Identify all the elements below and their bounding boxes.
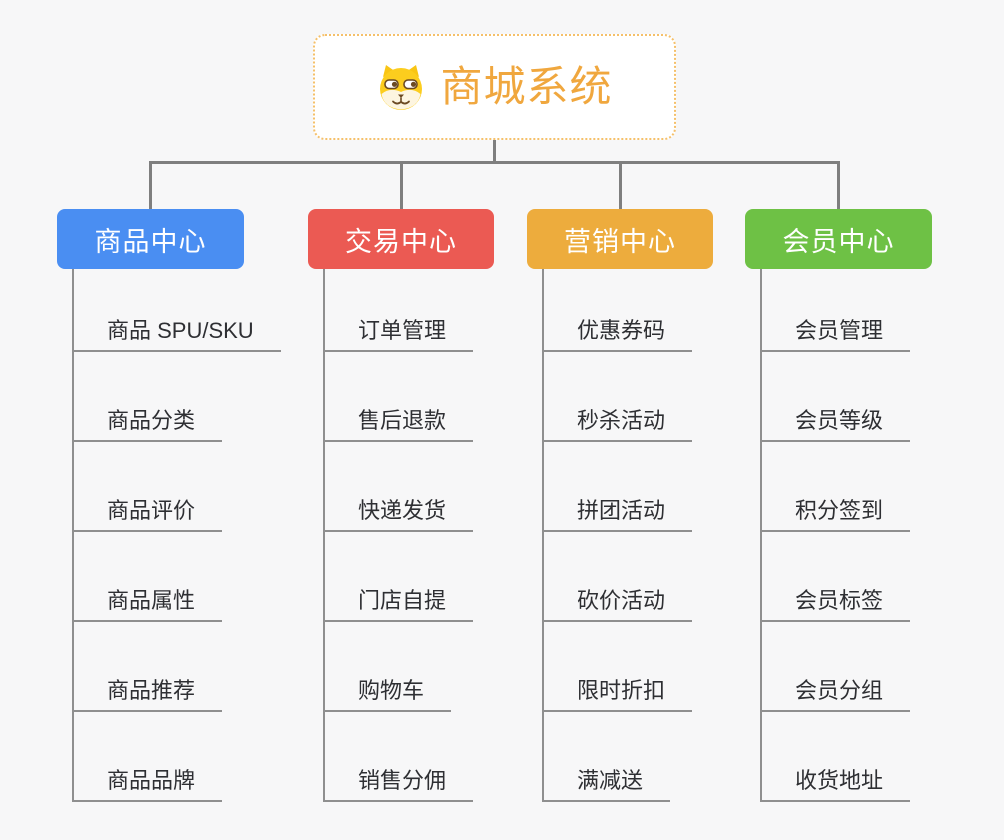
- root-node[interactable]: 商城系统: [313, 34, 676, 140]
- mindmap-item[interactable]: 商品推荐: [72, 668, 223, 712]
- branch-child-guide-line: [323, 269, 325, 800]
- mindmap-item[interactable]: 购物车: [323, 668, 452, 712]
- root-title: 商城系统: [440, 63, 613, 110]
- root-stem-line: [493, 138, 496, 163]
- branch-node-2[interactable]: 交易中心: [308, 209, 494, 269]
- mindmap-item[interactable]: 订单管理: [323, 308, 474, 352]
- branch-child-guide-line: [542, 269, 544, 800]
- mindmap-item[interactable]: 商品评价: [72, 488, 223, 532]
- branch-node-3[interactable]: 营销中心: [527, 209, 713, 269]
- mindmap-item[interactable]: 售后退款: [323, 398, 474, 442]
- mindmap-item[interactable]: 限时折扣: [542, 668, 693, 712]
- mindmap-item[interactable]: 商品分类: [72, 398, 223, 442]
- mindmap-item[interactable]: 秒杀活动: [542, 398, 693, 442]
- mindmap-item[interactable]: 砍价活动: [542, 578, 693, 622]
- mindmap-item[interactable]: 收货地址: [760, 758, 911, 802]
- mindmap-item[interactable]: 会员标签: [760, 578, 911, 622]
- mindmap-item[interactable]: 优惠券码: [542, 308, 693, 352]
- mindmap-item[interactable]: 满减送: [542, 758, 671, 802]
- mindmap-item[interactable]: 会员分组: [760, 668, 911, 712]
- mindmap-item[interactable]: 会员等级: [760, 398, 911, 442]
- branch-child-guide-line: [760, 269, 762, 800]
- mindmap-item[interactable]: 销售分佣: [323, 758, 474, 802]
- mindmap-item[interactable]: 会员管理: [760, 308, 911, 352]
- mindmap-item[interactable]: 门店自提: [323, 578, 474, 622]
- trunk-horizontal-line: [149, 161, 840, 164]
- mindmap-item[interactable]: 商品品牌: [72, 758, 223, 802]
- mindmap-item[interactable]: 商品 SPU/SKU: [72, 308, 281, 352]
- branch-node-4[interactable]: 会员中心: [745, 209, 932, 269]
- mindmap-item[interactable]: 商品属性: [72, 578, 223, 622]
- branch-drop-line: [618, 161, 622, 210]
- branch-drop-line: [837, 161, 840, 210]
- mindmap-item[interactable]: 积分签到: [760, 488, 911, 532]
- mindmap-item[interactable]: 快递发货: [323, 488, 474, 532]
- mindmap-item[interactable]: 拼团活动: [542, 488, 693, 532]
- branch-child-guide-line: [72, 269, 74, 800]
- branch-node-1[interactable]: 商品中心: [57, 209, 244, 269]
- dog-icon: [380, 65, 423, 110]
- branch-drop-line: [399, 161, 403, 210]
- branch-drop-line: [149, 161, 152, 210]
